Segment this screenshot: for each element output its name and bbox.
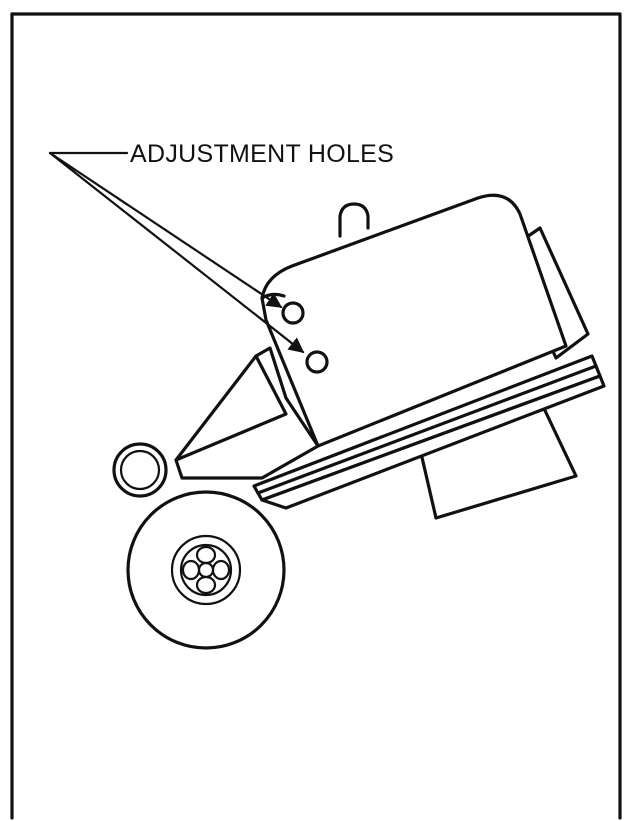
idler-roller xyxy=(112,442,168,498)
motor-lug xyxy=(338,202,370,238)
callout-label: ADJUSTMENT HOLES xyxy=(130,140,394,168)
leader-arrow-lower xyxy=(48,151,305,354)
figure-frame xyxy=(10,12,622,820)
lower-adjustment-hole xyxy=(305,350,329,374)
pulley-wheel xyxy=(126,490,286,650)
leader-arrow-upper xyxy=(48,151,283,309)
motor-housing xyxy=(260,193,568,448)
pulley-hub xyxy=(181,545,231,595)
adjustment-holes-callout: ADJUSTMENT HOLES xyxy=(48,140,394,354)
base-rails xyxy=(252,354,606,510)
base-rail-lower xyxy=(260,374,606,510)
upper-adjustment-hole xyxy=(281,301,305,325)
adjustment-holes xyxy=(281,301,329,374)
mounting-bracket xyxy=(174,346,320,480)
